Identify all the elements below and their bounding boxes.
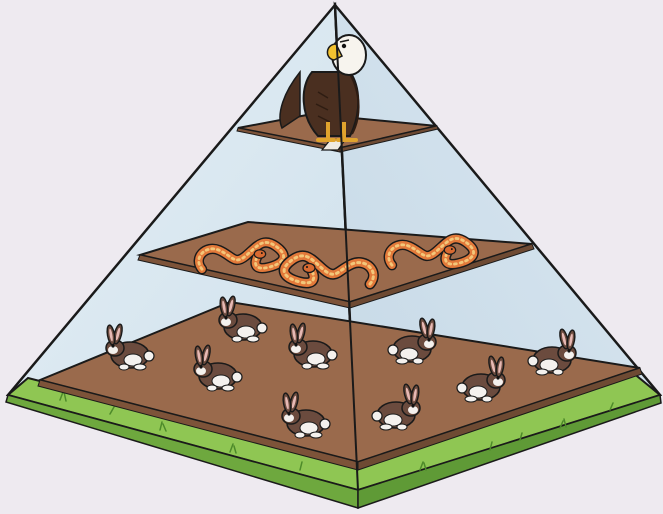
food-pyramid-diagram xyxy=(0,0,663,514)
